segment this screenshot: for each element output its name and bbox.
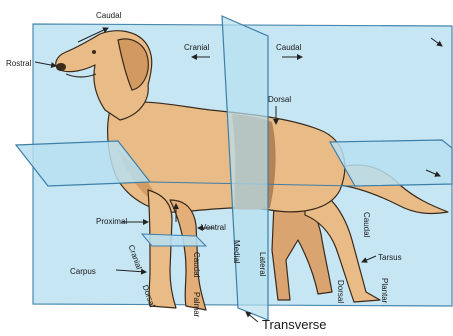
label-dorsal: Dorsal [268,96,291,104]
label-tarsus: Tarsus [378,254,402,262]
label-plantar: Plantar [380,278,388,303]
label-caudal-mid: Caudal [276,44,301,52]
label-lateral: Lateral [258,252,266,276]
label-caudal-hind: Caudal [362,212,370,237]
carpus-plane [142,234,206,246]
label-palmar: Palmar [192,292,200,317]
label-transverse: Transverse [262,318,327,331]
label-rostral: Rostral [6,60,31,68]
label-ventral: Ventral [201,224,226,232]
label-proximal: Proximal [96,218,127,226]
label-carpus: Carpus [70,268,96,276]
label-caudal-leg: Caudal [192,252,200,277]
label-caudal-top: Caudal [96,12,121,20]
label-medial: Medial [232,240,240,264]
label-dorsal-hind: Dorsal [336,280,344,303]
label-cranial: Cranial [184,44,209,52]
